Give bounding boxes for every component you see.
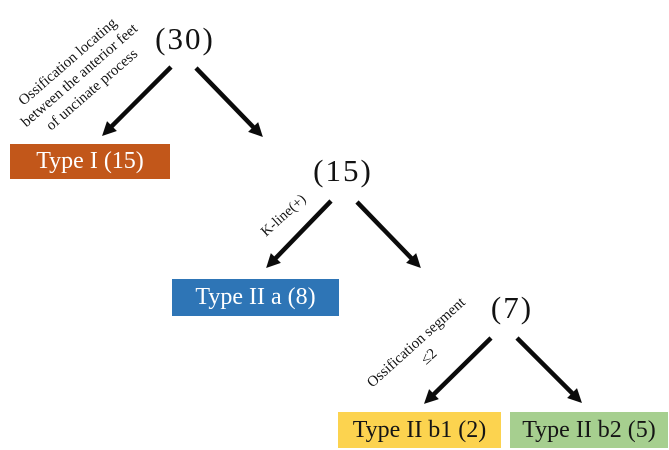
- node-level2-count: (15): [313, 153, 373, 188]
- leaf-type1-box: Type I (15): [10, 144, 170, 179]
- node-root-count: (30): [155, 21, 215, 56]
- leaf-type2a-box: Type II a (8): [172, 279, 339, 316]
- arrow-root-to-level2: [194, 66, 263, 138]
- leaf-type2b1-label: Type II b1 (2): [352, 416, 487, 443]
- leaf-type2b2-label: Type II b2 (5): [522, 416, 656, 443]
- arrow-root-to-type1: [102, 65, 173, 136]
- arrow-level2-to-type2a: [266, 199, 333, 269]
- leaf-type2b1-box: Type II b1 (2): [338, 412, 501, 448]
- leaf-type2b2-box: Type II b2 (5): [510, 412, 668, 448]
- leaf-type2a-label: Type II a (8): [195, 284, 316, 310]
- arrow-level3-to-type2b2: [515, 336, 582, 403]
- arrow-level2-to-level3: [355, 200, 421, 269]
- arrow-level3-to-type2b1: [424, 336, 493, 404]
- leaf-type1-label: Type I (15): [36, 148, 144, 174]
- node-level3-count: (7): [490, 290, 534, 325]
